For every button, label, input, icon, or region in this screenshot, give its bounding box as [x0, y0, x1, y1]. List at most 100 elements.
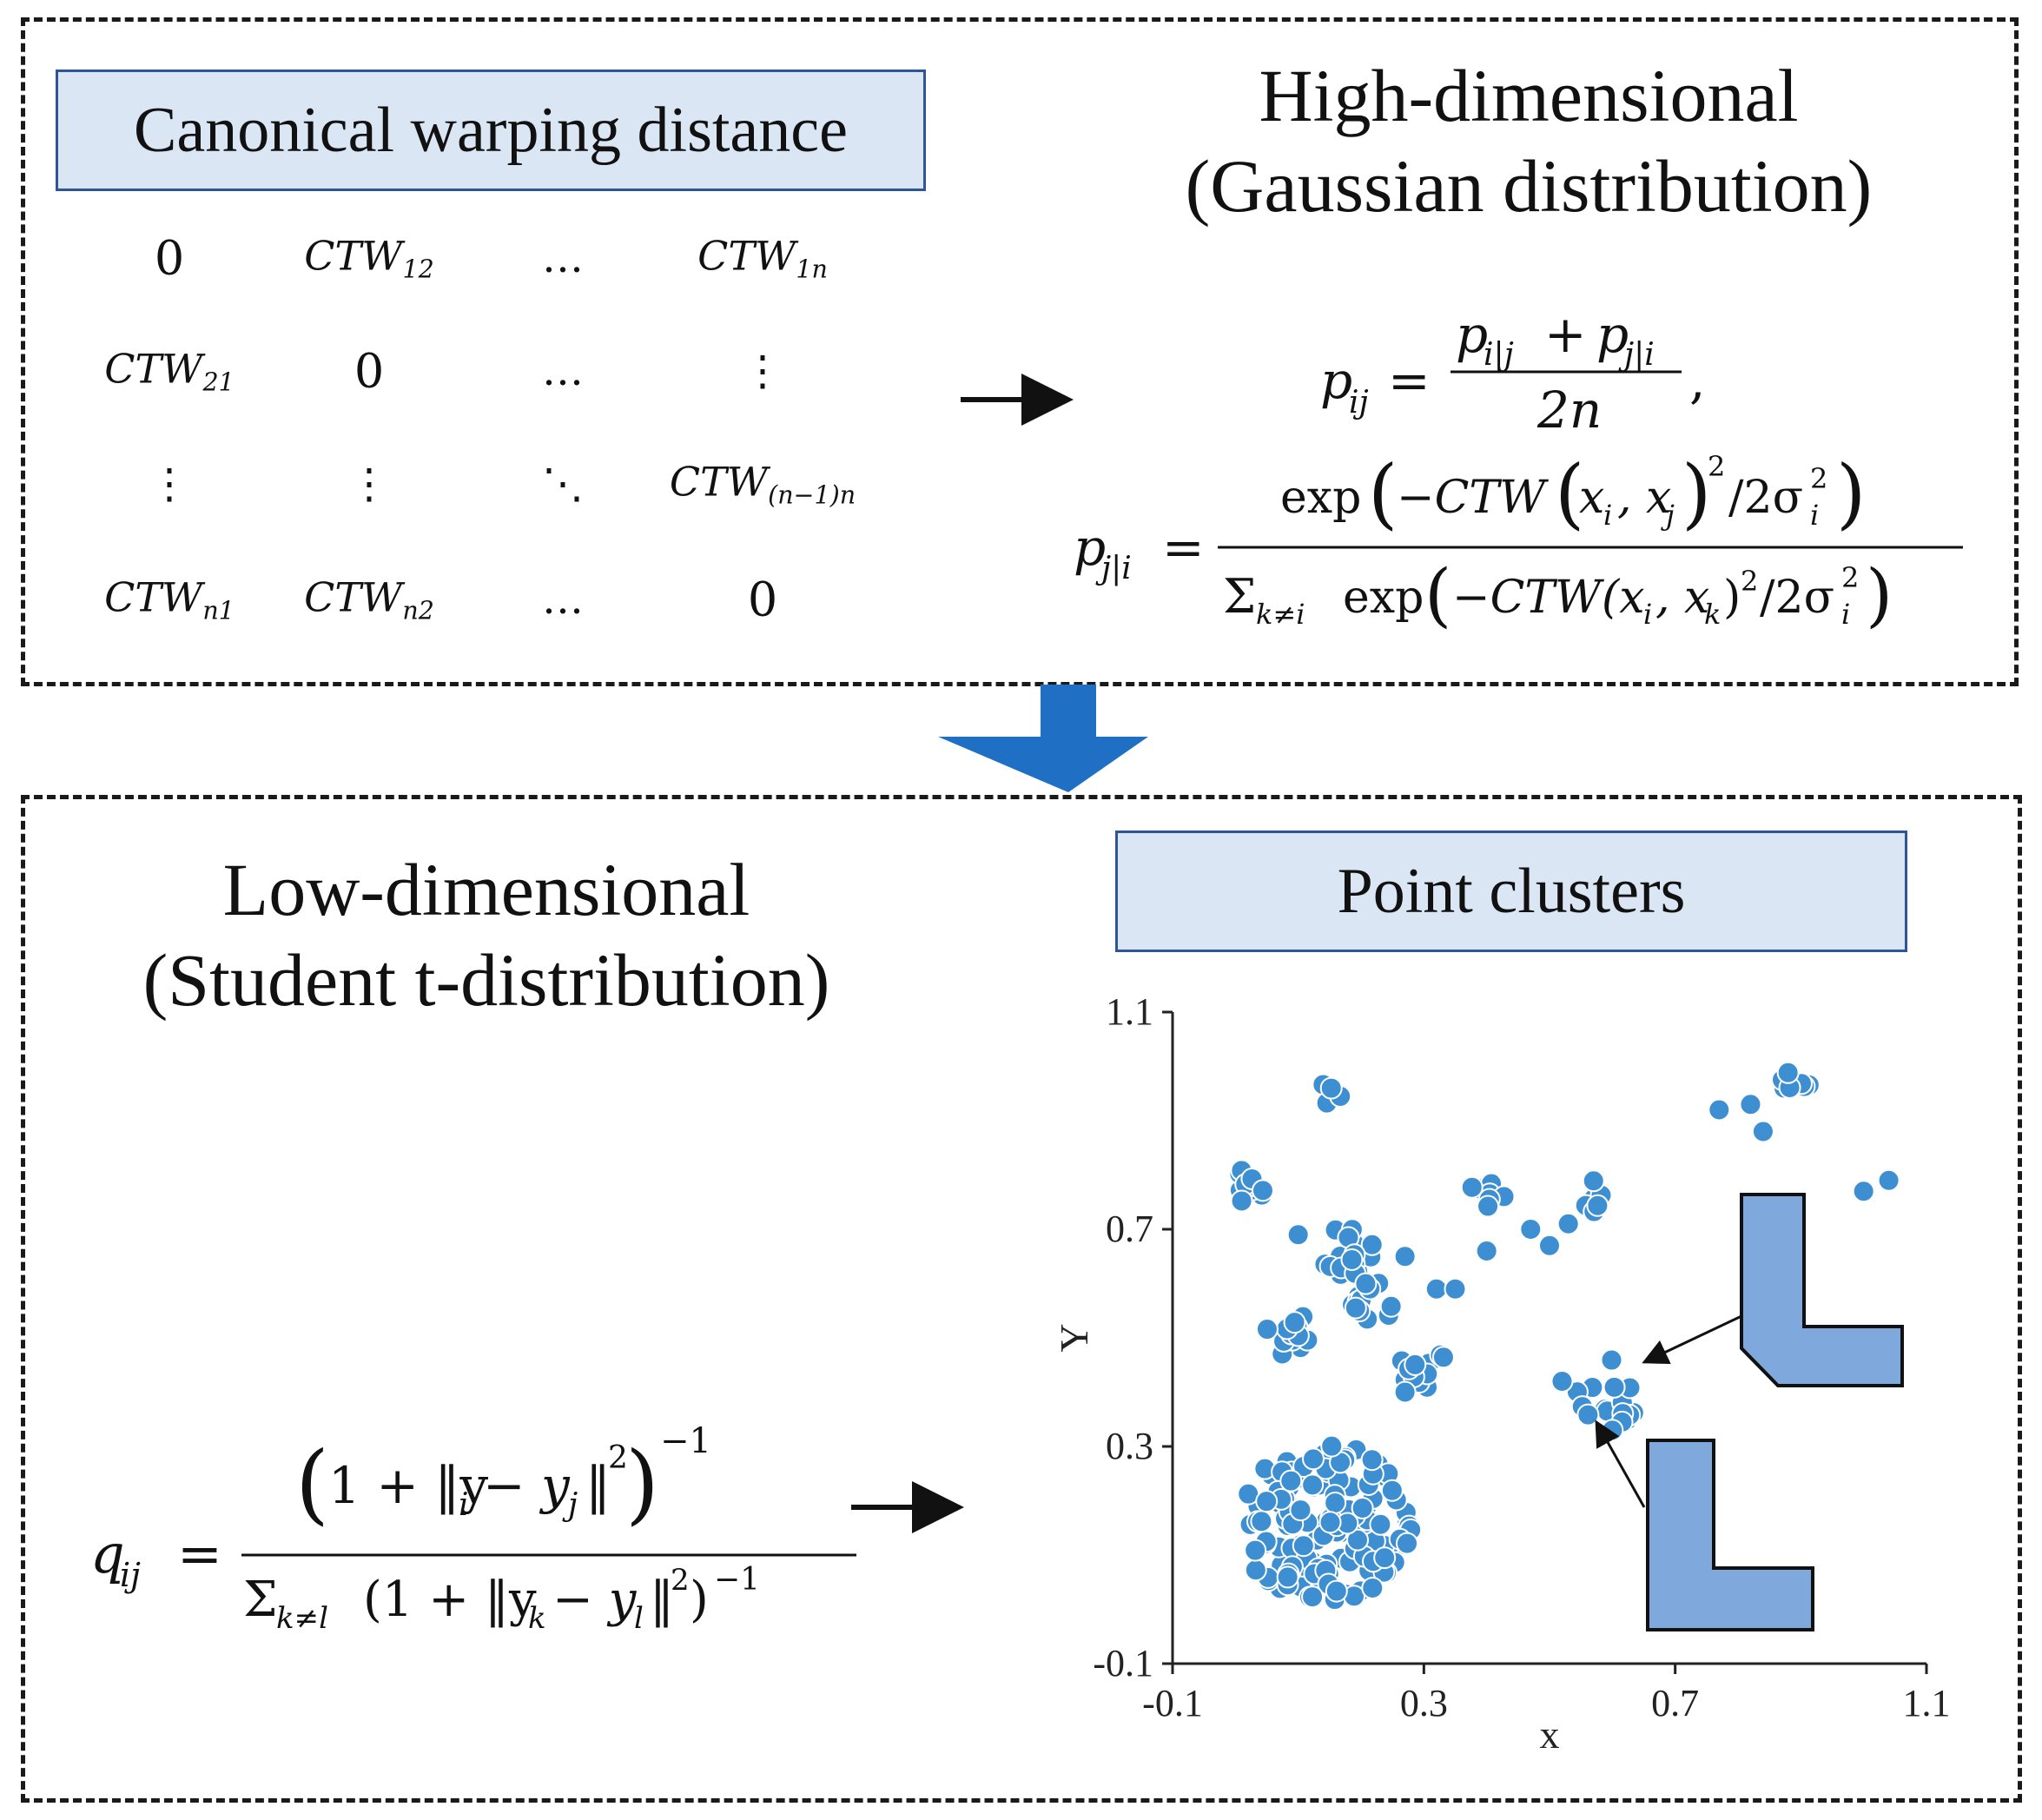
scatter-point-136 — [1301, 1585, 1325, 1609]
scatter-point-99 — [1380, 1479, 1404, 1502]
pointer-arrow-2 — [1595, 1420, 1646, 1508]
matrix-cell-2-1: ⋮ — [348, 460, 390, 508]
qij-num-yi-sub: i — [459, 1487, 469, 1523]
pji-den-xk-sub: k — [1704, 598, 1721, 631]
hd-title: High-dimensional (Gaussian distribution) — [1042, 50, 2015, 231]
scatter-point-265 — [1550, 1370, 1574, 1393]
qij-lhs: q — [90, 1522, 125, 1585]
scatter-point-258 — [1393, 1380, 1417, 1404]
matrix-cell-3-0: CTWn1 — [104, 573, 235, 625]
y-tick-label-1: 0.3 — [1106, 1425, 1153, 1467]
scatter-point-134 — [1244, 1539, 1267, 1562]
scatter-point-205 — [1431, 1346, 1455, 1369]
pij-num-sub1: i|j — [1484, 337, 1514, 373]
scatter-point-225 — [1600, 1348, 1623, 1372]
point-clusters-title-box: Point clusters — [1115, 831, 1907, 952]
qij-den-close: ) — [690, 1572, 709, 1628]
matrix-cell-0-3: CTW1n — [697, 232, 828, 284]
scatter-point-117 — [1360, 1448, 1384, 1472]
pji-den-lparen: ( — [1424, 554, 1451, 635]
pij-num-plus: + — [1544, 305, 1587, 364]
x-tick-label-1: 0.3 — [1400, 1682, 1448, 1724]
matrix-cell-1-2: … — [542, 347, 584, 395]
ctw-title-box: Canonical warping distance — [56, 69, 926, 191]
qij-den-yl: − y — [552, 1572, 638, 1628]
pij-eq: = — [1388, 351, 1431, 410]
pji-num-exp: exp — [1280, 472, 1361, 524]
qij-eq: = — [177, 1522, 222, 1585]
qij-num-exp: −1 — [660, 1421, 711, 1461]
ld-title: Low-dimensional (Student t-distribution) — [69, 844, 903, 1025]
qij-den-yk-sub: k — [528, 1601, 546, 1636]
matrix-cell-1-1: 0 — [354, 343, 385, 399]
ld-title-line1: Low-dimensional — [222, 848, 750, 931]
formula-pji: p j|i = exp ( −CTW ( x i , x j ) 2 /2σ i… — [1074, 448, 1963, 635]
x-tick-label-2: 0.7 — [1651, 1682, 1699, 1724]
scatter-point-237 — [1603, 1375, 1626, 1399]
scatter-point-115 — [1351, 1496, 1374, 1519]
pji-lhs-sub: j|i — [1095, 551, 1132, 586]
scatter-point-120 — [1324, 1491, 1347, 1514]
pji-num-rparen2: ) — [1836, 448, 1866, 538]
pji-den-sig-sq: 2 — [1841, 561, 1859, 594]
pji-den-rparen: ) — [1866, 554, 1893, 635]
matrix-cell-0-2: … — [542, 234, 584, 282]
pji-den-sum-sub: k≠i — [1256, 598, 1305, 631]
bottom-panel — [21, 795, 2022, 1803]
scatter-point-139 — [1396, 1532, 1419, 1555]
point-clusters-title: Point clusters — [1337, 855, 1686, 927]
pji-den-sig-sub: i — [1841, 598, 1850, 631]
pji-den-ctw: −CTW — [1452, 572, 1604, 624]
scatter-point-263 — [1538, 1234, 1561, 1257]
matrix-cell-2-3: CTW(n−1)n — [669, 458, 856, 510]
scatter-point-251 — [1344, 1296, 1367, 1320]
matrix-cell-0-1: CTW12 — [304, 232, 434, 284]
qij-den-yl-sub: l — [634, 1601, 644, 1636]
scatter-point-108 — [1244, 1559, 1267, 1582]
pji-den-div: /2σ — [1760, 572, 1834, 624]
scatter-point-133 — [1250, 1510, 1273, 1533]
matrix-cell-3-3: 0 — [747, 572, 778, 627]
pij-comma: , — [1689, 351, 1705, 410]
formula-pij: p ij = p i|j + p j|i 2n , — [1320, 305, 1705, 440]
matrix-cell-0-0: 0 — [154, 230, 185, 286]
pij-lhs: p — [1320, 351, 1352, 410]
qij-den-sq: 2 — [671, 1563, 690, 1598]
scatter-point-250 — [1354, 1272, 1378, 1295]
pji-den-sum: Σ — [1223, 569, 1256, 624]
qij-den: (1 + ‖y — [363, 1572, 537, 1628]
qij-den-sum-sub: k≠l — [276, 1601, 328, 1636]
l-shape-icon-2 — [1646, 1439, 1814, 1631]
pji-den-xk: , x — [1655, 572, 1709, 624]
pji-num-ctw: −CTW — [1397, 472, 1549, 524]
pji-den-exp: exp — [1343, 572, 1424, 624]
pji-num-rparen: ) — [1682, 448, 1711, 538]
scatter-point-261 — [1444, 1277, 1467, 1300]
formula-qij: q ij = ( 1 + ‖y i − y j ‖ 2 ) −1 Σ k≠l (… — [90, 1421, 856, 1636]
pji-num-xj: , x — [1617, 472, 1671, 524]
scatter-point-262 — [1519, 1218, 1543, 1241]
hd-title-line1: High-dimensional — [1259, 54, 1799, 137]
pij-num-p2: p — [1596, 305, 1629, 364]
scatter-point-86 — [1292, 1534, 1315, 1558]
scatter-point-128 — [1325, 1579, 1348, 1603]
scatter-point-112 — [1369, 1512, 1392, 1536]
scatter-point-85 — [1346, 1528, 1370, 1552]
scatter-point-132 — [1279, 1469, 1303, 1492]
x-axis-label: x — [1540, 1712, 1560, 1757]
matrix-cell-3-1: CTWn2 — [304, 573, 434, 625]
pij-num-p1: p — [1456, 305, 1488, 364]
pji-num-sig-sq: 2 — [1810, 462, 1827, 495]
pji-den-close: ) — [1723, 572, 1741, 624]
scatter-point-208 — [1404, 1353, 1427, 1376]
pji-num-xi: x — [1579, 472, 1604, 524]
scatter-point-121 — [1302, 1447, 1325, 1471]
x-tick-label-3: 1.1 — [1903, 1682, 1951, 1724]
scatter-point-222 — [1582, 1169, 1605, 1193]
qij-num-sq: 2 — [608, 1440, 628, 1476]
scatter-point-239 — [1576, 1403, 1600, 1426]
scatter-point-137 — [1361, 1576, 1384, 1599]
pji-eq: = — [1162, 518, 1205, 577]
